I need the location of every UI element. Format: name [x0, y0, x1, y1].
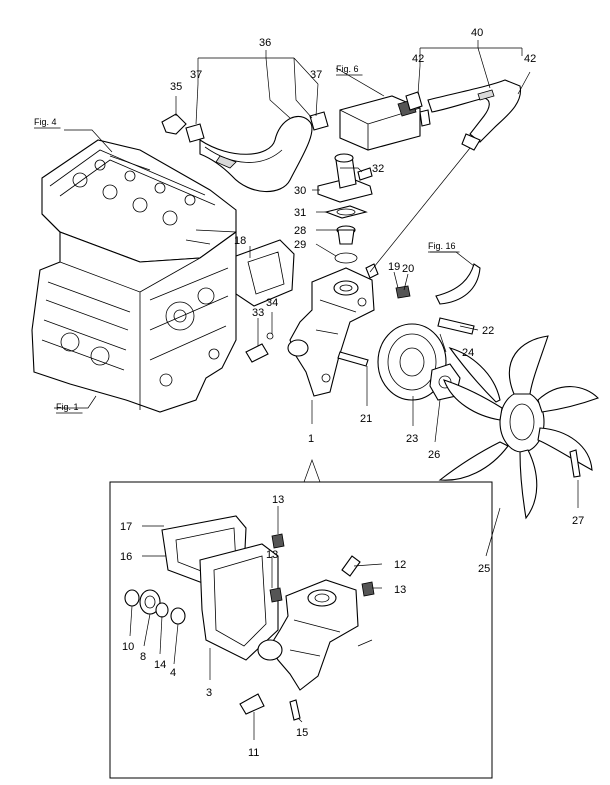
callout-18: 18: [234, 235, 246, 247]
callout-23: 23: [406, 433, 418, 445]
callout-31: 31: [294, 207, 306, 219]
callout-40: 40: [471, 27, 483, 39]
engine-block: [31, 139, 237, 413]
callout-21: 21: [360, 413, 372, 425]
fig-ref-16[interactable]: Fig. 16: [428, 241, 456, 251]
bolt: [337, 285, 581, 478]
callout-19: 19: [388, 261, 400, 273]
callout-34: 34: [266, 297, 278, 309]
callout-22: 22: [482, 325, 494, 337]
callout-16: 16: [120, 551, 132, 563]
thermostat-cover: [317, 153, 373, 203]
water-pump-assembly: [287, 263, 379, 397]
callout-42-right: 42: [524, 53, 536, 65]
callout-36: 36: [259, 37, 271, 49]
callout-20: 20: [402, 263, 414, 275]
fig-ref-4[interactable]: Fig. 4: [34, 117, 57, 127]
callout-37-right: 37: [310, 69, 322, 81]
callout-42-left: 42: [412, 53, 424, 65]
callout-30: 30: [294, 185, 306, 197]
callout-17: 17: [120, 521, 132, 533]
detail-view: [109, 458, 493, 779]
v-pulley: [377, 323, 447, 401]
callout-33: 33: [252, 307, 264, 319]
callout-15: 15: [296, 727, 308, 739]
callout-8: 8: [140, 651, 146, 663]
egr-cooler: [339, 95, 431, 151]
callout-4: 4: [170, 667, 176, 679]
fan-belt-adjuster: [435, 263, 481, 305]
thermostat-gasket: [324, 205, 368, 219]
callout-11: 11: [248, 747, 259, 759]
callout-12: 12: [394, 559, 406, 571]
callout-27: 27: [572, 515, 584, 527]
fig-ref-6[interactable]: Fig. 6: [336, 64, 359, 74]
upper-water-hose: [405, 79, 521, 151]
callout-28: 28: [294, 225, 306, 237]
temperature-sensor: [245, 332, 274, 363]
callout-3: 3: [206, 687, 212, 699]
callout-13-right: 13: [394, 584, 406, 596]
water-pump-gasket: [235, 239, 295, 307]
callout-29: 29: [294, 239, 306, 251]
callout-13-top: 13: [272, 494, 284, 506]
leader-lines: [54, 40, 579, 557]
thermostat: [336, 225, 356, 245]
callout-1: 1: [308, 433, 314, 445]
callout-24: 24: [462, 347, 474, 359]
fig-ref-1[interactable]: Fig. 1: [56, 402, 79, 412]
callout-10: 10: [122, 641, 134, 653]
cooling-fan: [438, 335, 600, 520]
o-ring: [334, 252, 358, 264]
callout-32: 32: [372, 163, 384, 175]
bypass-hose: [161, 111, 329, 193]
callout-26: 26: [428, 449, 440, 461]
callout-37-left: 37: [190, 69, 202, 81]
callout-35: 35: [170, 81, 182, 93]
callout-25: 25: [478, 563, 490, 575]
callout-13-mid: 13: [266, 549, 278, 561]
callout-14: 14: [154, 659, 166, 671]
